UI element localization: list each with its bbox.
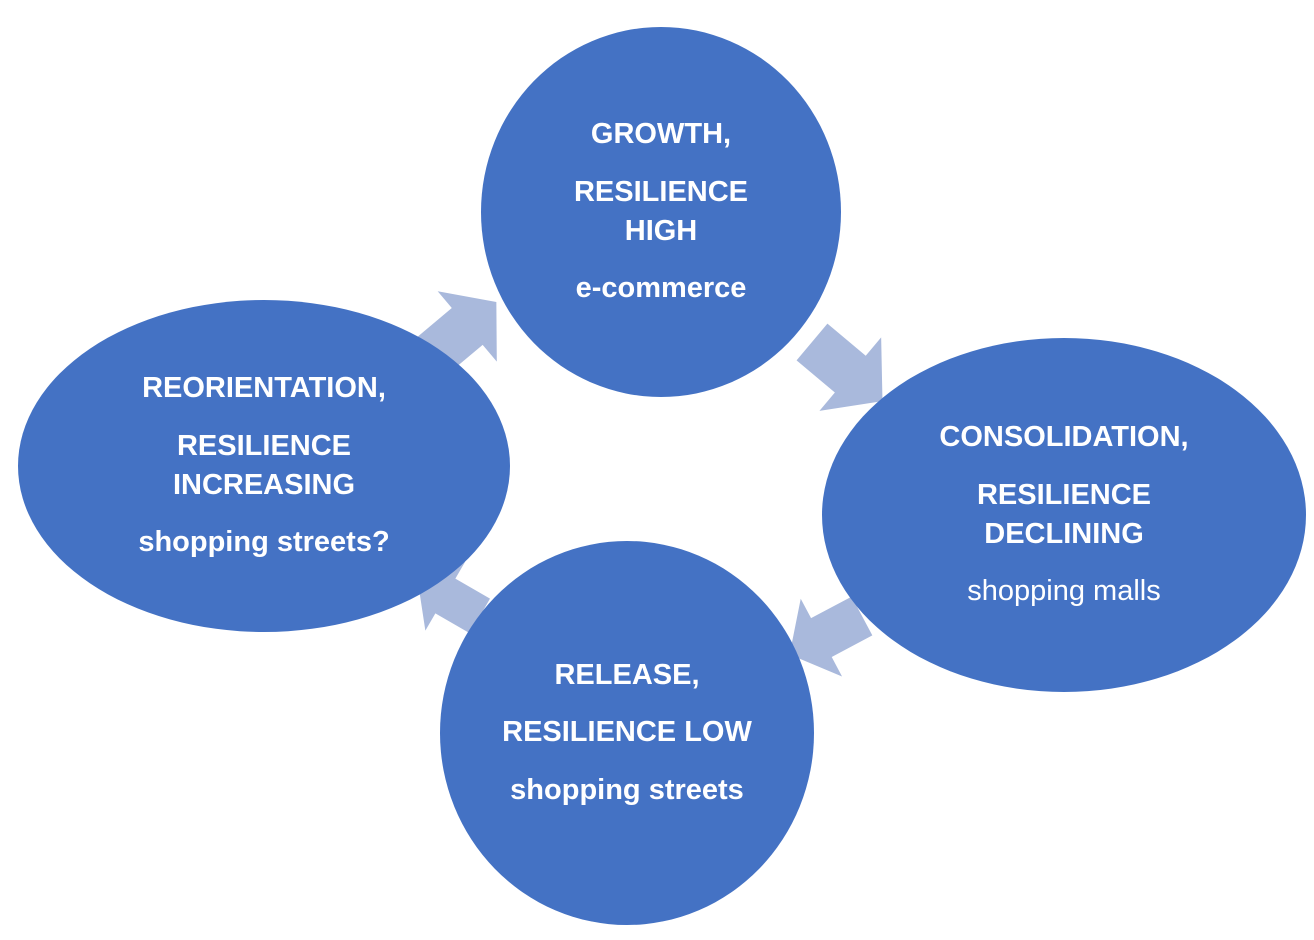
node-growth: GROWTH, RESILIENCE HIGH e-commerce [481, 27, 841, 397]
consolidation-title: CONSOLIDATION, [939, 421, 1189, 454]
growth-resilience: RESILIENCE [573, 175, 749, 208]
arrow-down-right-icon [796, 323, 883, 411]
reorientation-level: INCREASING [172, 469, 356, 501]
growth-title: GROWTH, [590, 118, 732, 151]
reorientation-example: shopping streets? [138, 526, 390, 559]
release-resilience: RESILIENCE LOW [502, 716, 752, 749]
node-consolidation: CONSOLIDATION, RESILIENCE DECLINING shop… [822, 338, 1306, 692]
growth-example: e-commerce [575, 272, 747, 305]
arrow-down-left-icon [789, 596, 873, 677]
release-example: shopping streets [510, 773, 744, 806]
growth-level: HIGH [624, 215, 698, 247]
consolidation-resilience: RESILIENCE [976, 478, 1152, 511]
node-reorientation: REORIENTATION, RESILIENCE INCREASING sho… [18, 300, 510, 632]
consolidation-example: shopping malls [967, 575, 1161, 608]
reorientation-title: REORIENTATION, [142, 372, 386, 405]
release-title: RELEASE, [554, 658, 700, 691]
consolidation-level: DECLINING [984, 518, 1144, 550]
node-release: RELEASE, RESILIENCE LOW shopping streets [440, 541, 814, 925]
reorientation-resilience: RESILIENCE [176, 429, 352, 462]
